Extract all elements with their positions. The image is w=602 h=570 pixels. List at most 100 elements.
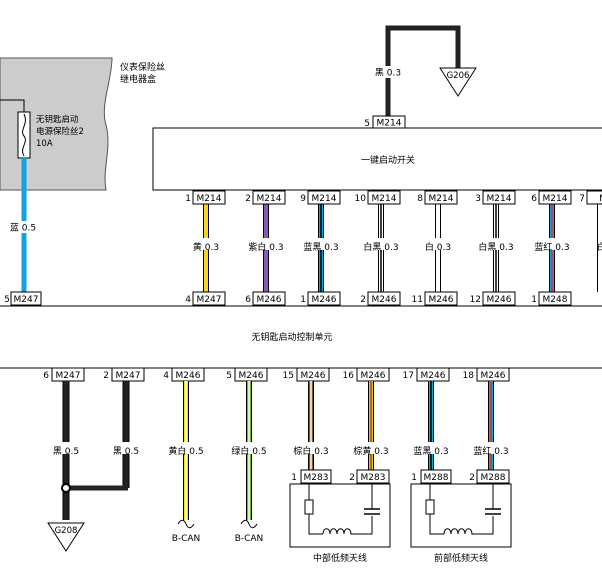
lower-wire-label-bg-6 xyxy=(407,442,455,454)
lower-wire-label-0: 黑 0.5 xyxy=(53,446,79,457)
lower-wire-label-7: 蓝红 0.3 xyxy=(473,445,508,457)
fuse-wire-label-bg xyxy=(5,221,41,233)
upper-wire-label-5: 白黑 0.3 xyxy=(478,241,513,253)
antenna-1-connector-1-box xyxy=(420,469,452,484)
upper-wire-label-1: 紫白 0.3 xyxy=(248,241,283,253)
ground-top-connector: M214 xyxy=(377,119,402,129)
lower-connector-7-label: M246 xyxy=(481,371,506,381)
upper-bottom-connector-3-pin: 2 xyxy=(360,295,366,305)
control-unit-name: 无钥匙启动控制单元 xyxy=(251,331,332,343)
upper-wire-label-bg-0 xyxy=(182,238,230,250)
upper-top-connector-3-label: M214 xyxy=(372,194,397,204)
fuse-box-title-line1: 仪表保险丝 xyxy=(120,61,165,73)
lower-connector-0: 6 M247 xyxy=(43,367,85,382)
lower-connector-1-pin: 2 xyxy=(103,371,109,381)
upper-top-connector-4-label: M214 xyxy=(429,194,454,204)
upper-top-connector-6-label: M214 xyxy=(543,194,568,204)
antenna-1-name: 前部低频天线 xyxy=(434,552,488,564)
start-switch-box xyxy=(152,127,602,191)
bus-label-1: B-CAN xyxy=(172,534,201,544)
antenna-0-connector-1-pin: 1 xyxy=(291,473,297,483)
start-switch-name: 一键启动开关 xyxy=(361,154,415,166)
antenna-0-box xyxy=(289,483,391,548)
upper-wire-label-6: 蓝红 0.3 xyxy=(534,241,569,253)
lower-wire-label-bg-3 xyxy=(225,442,273,454)
ground-top-name: G206 xyxy=(447,71,470,81)
bus-label-2: B-CAN xyxy=(235,534,264,544)
upper-top-connector-0-box xyxy=(192,190,226,205)
antenna-0-connector-1-label: M283 xyxy=(304,473,329,483)
upper-top-connector-0-label: M214 xyxy=(197,194,222,204)
antenna-0-connector-2-pin: 2 xyxy=(349,473,355,483)
lower-wire-label-bg-5 xyxy=(347,442,395,454)
upper-top-connector-7-pin: 7 xyxy=(579,194,585,204)
upper-wire-label-bg-2 xyxy=(297,238,345,250)
upper-wire-label-bg-5 xyxy=(472,238,520,250)
ground-top-symbol xyxy=(439,67,477,97)
upper-wire-label-bg-1 xyxy=(242,238,290,250)
upper-wire-label-bg-4 xyxy=(414,238,462,250)
upper-top-connector-2-label: M214 xyxy=(312,194,337,204)
upper-bottom-connector-2-label: M246 xyxy=(312,295,337,305)
upper-bottom-connector-0-box xyxy=(192,291,226,306)
lower-wire-label-bg-2 xyxy=(162,442,210,454)
upper-top-connector-1-box xyxy=(252,190,286,205)
antenna-1-connector-2-pin: 2 xyxy=(469,473,475,483)
upper-top-connector-0-pin: 1 xyxy=(185,194,191,204)
upper-bottom-connector-2-box xyxy=(307,291,341,306)
lower-connector-6-pin: 17 xyxy=(403,371,414,381)
upper-bottom-connector-4-pin: 11 xyxy=(412,295,423,305)
upper-top-connector-5-label: M214 xyxy=(487,194,512,204)
fuse-name-line1: 无钥匙启动 xyxy=(36,114,79,125)
bus-terminator-1 xyxy=(177,519,195,529)
upper-bottom-connector-0-pin: 4 xyxy=(185,295,191,305)
upper-top-connector-2-pin: 9 xyxy=(300,194,306,204)
upper-wire-label-bg-3 xyxy=(357,238,405,250)
upper-top-connector-3: 10 M214 xyxy=(355,190,401,205)
upper-top-connector-5-pin: 3 xyxy=(475,194,481,204)
antenna-0-connector-2-box xyxy=(356,469,390,484)
upper-bottom-connector-3-label: M246 xyxy=(372,295,397,305)
antenna-0-circuit-icon xyxy=(304,484,380,535)
lower-connector-6-label: M246 xyxy=(421,371,446,381)
upper-bottom-connector-3-box xyxy=(367,291,401,306)
upper-top-connector-3-pin: 10 xyxy=(355,194,367,204)
fuse-rating: 10A xyxy=(36,139,53,149)
fuse-internal-line xyxy=(0,99,25,112)
upper-bottom-connector-5-box xyxy=(482,291,516,306)
upper-wire-label-3: 白黑 0.3 xyxy=(363,241,398,253)
upper-bottom-connector-4-box xyxy=(424,291,458,306)
upper-wire-label-0: 黄 0.3 xyxy=(193,241,219,253)
upper-top-connector-0: 1 M214 xyxy=(185,190,226,205)
upper-bottom-connector-6-box xyxy=(538,291,572,306)
fuse-icon xyxy=(17,111,31,159)
lower-wire-label-1: 黑 0.5 xyxy=(113,446,139,457)
lower-connector-4-pin: 15 xyxy=(283,371,294,381)
upper-bottom-connector-4-label: M246 xyxy=(429,295,454,305)
lower-wire-label-bg-1 xyxy=(102,442,150,454)
lower-connector-4-label: M246 xyxy=(301,371,326,381)
upper-top-connector-4-box xyxy=(424,190,458,205)
ground-bottom-name: G208 xyxy=(55,526,78,536)
lower-connector-6: 17 M246 xyxy=(403,367,450,382)
antenna-1-circuit-icon xyxy=(425,484,501,535)
upper-top-connector-2: 9 M214 xyxy=(300,190,341,205)
lower-connector-0-pin: 6 xyxy=(43,371,49,381)
lower-connector-3-pin: 5 xyxy=(226,371,232,381)
lower-connector-0-label: M247 xyxy=(56,371,81,381)
ground-bottom-symbol xyxy=(47,522,85,552)
antenna-1-box xyxy=(410,483,512,548)
upper-bottom-connector-1-pin: 6 xyxy=(245,295,251,305)
